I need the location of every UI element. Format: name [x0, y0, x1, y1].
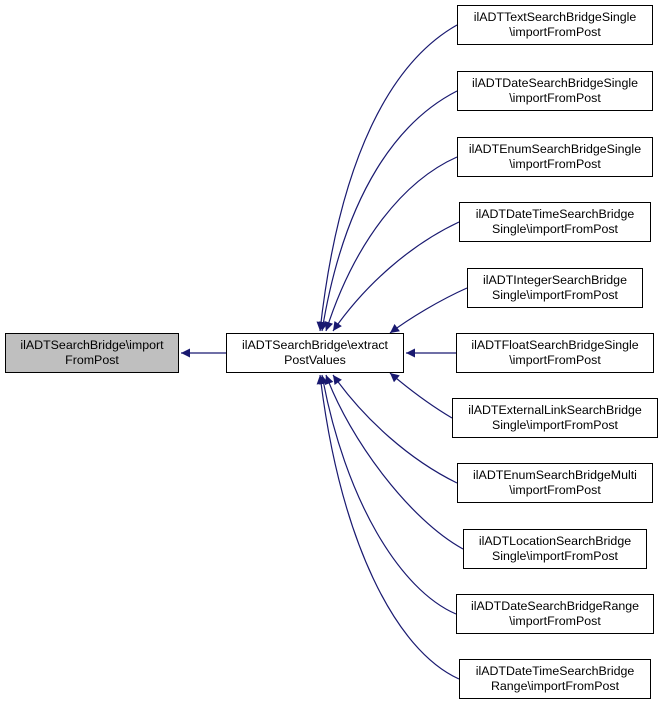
call-edge-arrow — [389, 372, 453, 419]
node-caller-line2: Single\importFromPost — [491, 288, 618, 302]
node-caller-line2: \importFromPost — [509, 483, 601, 497]
call-edge-arrow — [389, 287, 468, 334]
node-caller-line1: ilADTDateSearchBridgeSingle — [472, 76, 638, 90]
node-caller-line2: \importFromPost — [509, 25, 601, 39]
node-center-line1: ilADTSearchBridge\extract — [242, 338, 388, 352]
node-root-line1: ilADTSearchBridge\import — [20, 338, 164, 352]
node-caller-line1: ilADTEnumSearchBridgeMulti — [473, 468, 637, 482]
call-edge-arrow — [319, 90, 458, 332]
node-caller[interactable]: ilADTTextSearchBridgeSingle \importFromP… — [457, 5, 653, 45]
node-caller-line2: \importFromPost — [509, 614, 601, 628]
node-caller-line2: \importFromPost — [509, 157, 601, 171]
node-caller-line1: ilADTExternalLinkSearchBridge — [468, 403, 642, 417]
node-caller-line2: Single\importFromPost — [491, 418, 618, 432]
node-caller-line1: ilADTDateTimeSearchBridge — [475, 664, 635, 678]
call-edge-arrow — [332, 221, 460, 332]
node-caller-line1: ilADTDateSearchBridgeRange — [470, 599, 640, 613]
call-edge-arrow — [324, 374, 464, 550]
node-caller[interactable]: ilADTLocationSearchBridge Single\importF… — [463, 529, 647, 569]
node-caller[interactable]: ilADTEnumSearchBridgeMulti \importFromPo… — [457, 463, 653, 503]
call-edge-arrow — [332, 374, 458, 484]
node-caller-line2: \importFromPost — [509, 91, 601, 105]
node-root-line2: FromPost — [65, 353, 119, 367]
node-caller-line1: ilADTLocationSearchBridge — [478, 534, 632, 548]
node-caller-line2: Single\importFromPost — [491, 549, 618, 563]
call-edge-arrow — [316, 24, 458, 332]
node-caller[interactable]: ilADTDateSearchBridgeSingle \importFromP… — [457, 71, 653, 111]
node-center[interactable]: ilADTSearchBridge\extract PostValues — [226, 333, 404, 373]
node-caller-line1: ilADTEnumSearchBridgeSingle — [468, 142, 642, 156]
node-caller[interactable]: ilADTEnumSearchBridgeSingle \importFromP… — [457, 137, 653, 177]
node-caller[interactable]: ilADTDateTimeSearchBridge Single\importF… — [459, 202, 651, 242]
node-caller-line1: ilADTDateTimeSearchBridge — [475, 207, 635, 221]
node-center-line2: PostValues — [284, 353, 346, 367]
call-edge-arrow — [319, 374, 457, 615]
node-caller-line1: ilADTIntegerSearchBridge — [483, 273, 627, 287]
node-caller-line2: \importFromPost — [509, 353, 601, 367]
node-root[interactable]: ilADTSearchBridge\import FromPost — [5, 333, 179, 373]
node-caller-line1: ilADTTextSearchBridgeSingle — [473, 10, 637, 24]
node-caller[interactable]: ilADTIntegerSearchBridge Single\importFr… — [467, 268, 643, 308]
call-edge-arrow — [316, 374, 460, 680]
node-caller-line2: Single\importFromPost — [491, 222, 618, 236]
node-caller[interactable]: ilADTFloatSearchBridgeSingle \importFrom… — [456, 333, 654, 373]
call-edge-arrow — [324, 156, 458, 332]
node-caller-line2: Range\importFromPost — [490, 679, 620, 693]
node-caller[interactable]: ilADTExternalLinkSearchBridge Single\imp… — [452, 398, 658, 438]
node-caller-line1: ilADTFloatSearchBridgeSingle — [471, 338, 639, 352]
node-caller[interactable]: ilADTDateSearchBridgeRange \importFromPo… — [456, 594, 654, 634]
node-caller[interactable]: ilADTDateTimeSearchBridge Range\importFr… — [459, 659, 651, 699]
